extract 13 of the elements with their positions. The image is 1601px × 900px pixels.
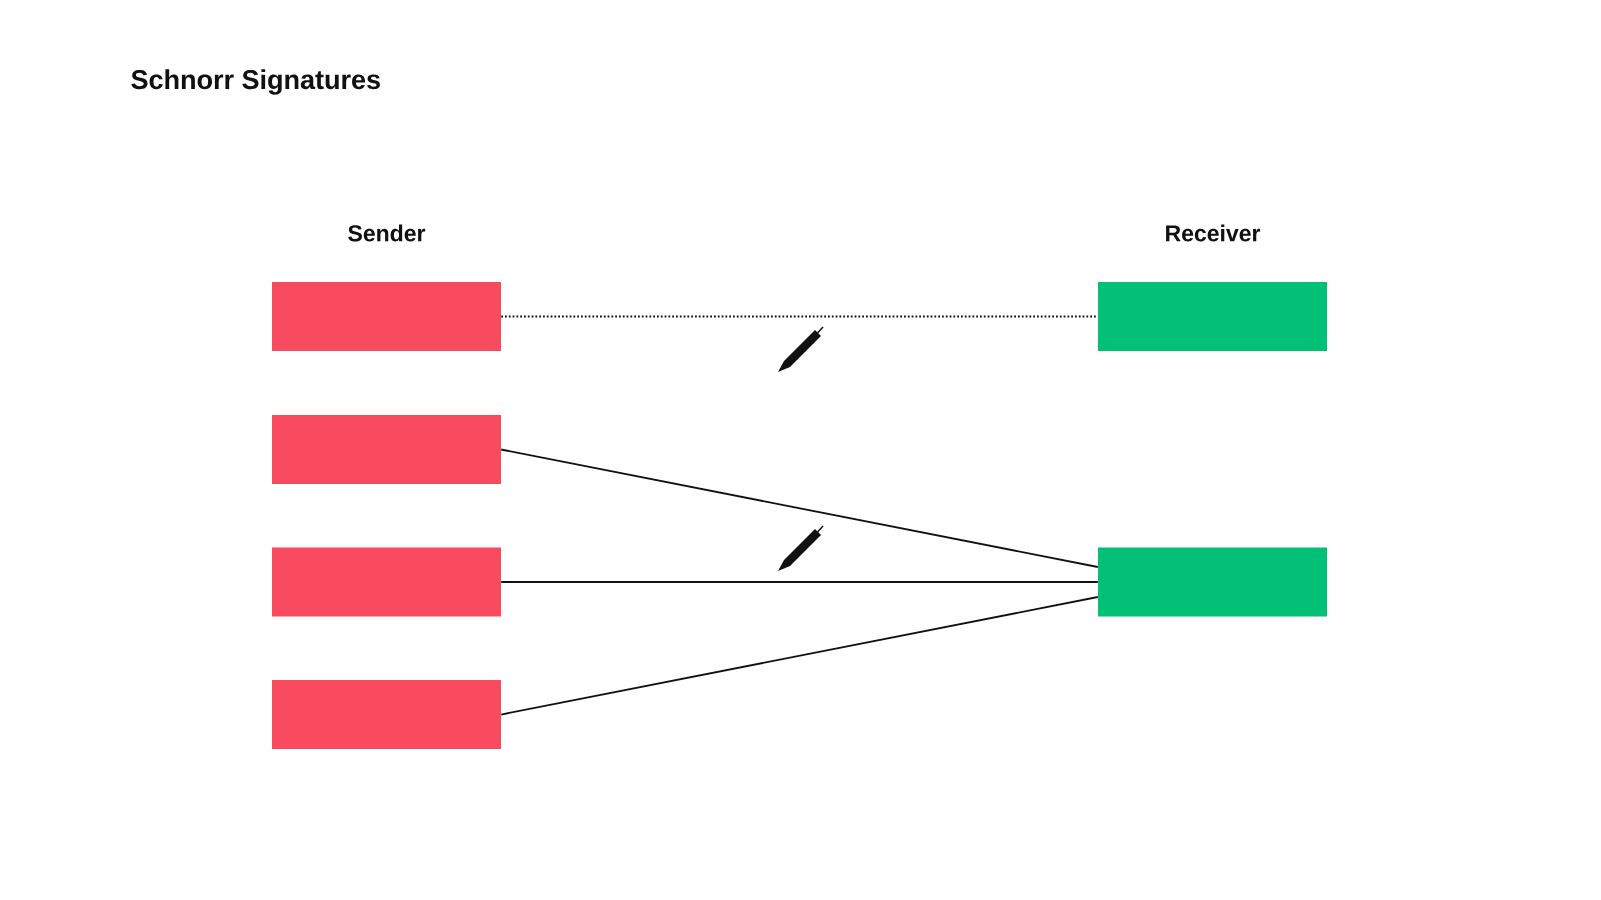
block [272,547,501,617]
title: Schnorr Signatures [131,69,380,95]
dotted-line [500,315,1099,318]
block [1098,547,1327,617]
line [500,596,1099,716]
column-heading: Sender [348,224,426,242]
block [1098,282,1327,351]
block [272,680,501,749]
block [272,415,501,484]
line [500,448,1099,568]
line [500,581,1099,583]
column-heading: Receiver [1166,224,1261,242]
block [272,282,501,351]
